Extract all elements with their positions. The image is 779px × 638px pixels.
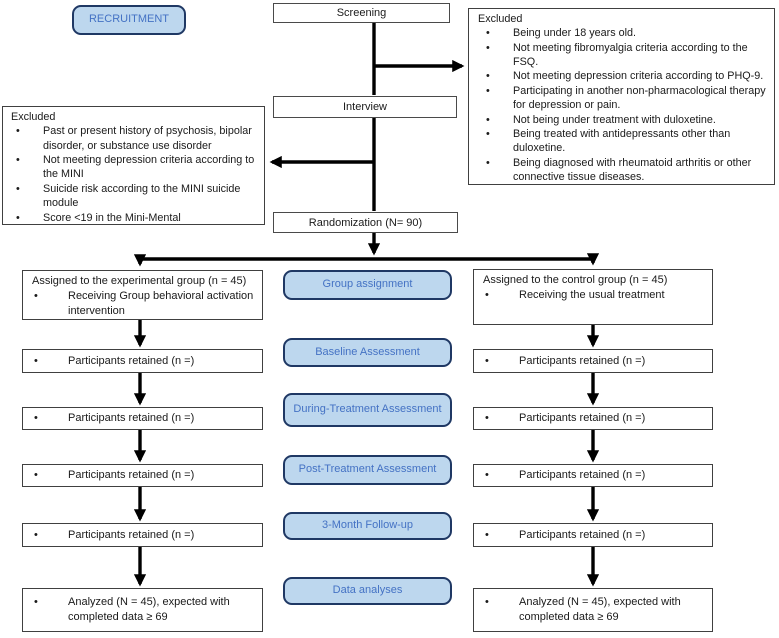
stage-baseline-assessment: Baseline Assessment bbox=[283, 338, 452, 367]
analyzed-label: Analyzed (N = 45), expected with complet… bbox=[23, 595, 262, 625]
randomization-box: Randomization (N= 90) bbox=[273, 212, 458, 233]
list-item: Being under 18 years old. bbox=[469, 26, 774, 41]
interview-box: Interview bbox=[273, 96, 457, 118]
retained-box-control-post-treatment: Participants retained (n =) bbox=[473, 464, 713, 487]
list-item: Receiving the usual treatment bbox=[474, 288, 712, 303]
retained-box-control-baseline: Participants retained (n =) bbox=[473, 349, 713, 373]
retained-label: Participants retained (n =) bbox=[474, 411, 649, 426]
retained-box-experimental-post-treatment: Participants retained (n =) bbox=[22, 464, 263, 487]
stage-3-month-follow-up: 3-Month Follow-up bbox=[283, 512, 452, 540]
excluded-interview-box: Excluded Past or present history of psyc… bbox=[2, 106, 265, 225]
screening-box: Screening bbox=[273, 3, 450, 23]
retained-label: Participants retained (n =) bbox=[23, 468, 198, 483]
retained-box-control-during-treatment: Participants retained (n =) bbox=[473, 407, 713, 430]
stage-group-assignment: Group assignment bbox=[283, 270, 452, 300]
list-item: Not meeting depression criteria accordin… bbox=[3, 153, 264, 182]
list-item: Not meeting depression criteria accordin… bbox=[469, 69, 774, 84]
list-item: Receiving Group behavioral activation in… bbox=[23, 289, 262, 319]
retained-box-experimental-follow-up: Participants retained (n =) bbox=[22, 523, 263, 547]
list-item: Not being under treatment with duloxetin… bbox=[469, 113, 774, 128]
list-item: Suicide risk according to the MINI suici… bbox=[3, 182, 264, 211]
stage-data-analyses: Data analyses bbox=[283, 577, 452, 605]
retained-label: Participants retained (n =) bbox=[23, 354, 198, 369]
excluded-title: Excluded bbox=[11, 111, 56, 123]
excluded-screening-list: Being under 18 years old.Not meeting fib… bbox=[469, 26, 774, 184]
control-group-box: Assigned to the control group (n = 45) R… bbox=[473, 269, 713, 325]
retained-label: Participants retained (n =) bbox=[474, 528, 649, 543]
analyzed-label: Analyzed (N = 45), expected with complet… bbox=[474, 595, 712, 625]
excluded-screening-box: Excluded Being under 18 years old.Not me… bbox=[468, 8, 775, 185]
experimental-group-title: Assigned to the experimental group (n = … bbox=[32, 275, 247, 287]
stage-during-treatment-assessment: During-Treatment Assessment bbox=[283, 393, 452, 427]
retained-label: Participants retained (n =) bbox=[23, 411, 198, 426]
retained-box-experimental-baseline: Participants retained (n =) bbox=[22, 349, 263, 373]
excluded-title: Excluded bbox=[478, 13, 523, 25]
list-item: Past or present history of psychosis, bi… bbox=[3, 124, 264, 153]
retained-box-experimental-during-treatment: Participants retained (n =) bbox=[22, 407, 263, 430]
list-item: Not meeting fibromyalgia criteria accord… bbox=[469, 41, 774, 70]
excluded-interview-list: Past or present history of psychosis, bi… bbox=[3, 124, 264, 225]
list-item: Score <19 in the Mini-Mental bbox=[3, 211, 264, 226]
retained-label: Participants retained (n =) bbox=[23, 528, 198, 543]
list-item: Being treated with antidepressants other… bbox=[469, 127, 774, 156]
control-group-title: Assigned to the control group (n = 45) bbox=[483, 274, 668, 286]
experimental-group-list: Receiving Group behavioral activation in… bbox=[23, 289, 262, 319]
analyzed-box-experimental: Analyzed (N = 45), expected with complet… bbox=[22, 588, 263, 632]
stage-post-treatment-assessment: Post-Treatment Assessment bbox=[283, 455, 452, 485]
retained-label: Participants retained (n =) bbox=[474, 468, 649, 483]
list-item: Participating in another non-pharmacolog… bbox=[469, 84, 774, 113]
recruitment-badge: RECRUITMENT bbox=[72, 5, 186, 35]
list-item: Being diagnosed with rheumatoid arthriti… bbox=[469, 156, 774, 185]
control-group-list: Receiving the usual treatment bbox=[474, 288, 712, 303]
analyzed-box-control: Analyzed (N = 45), expected with complet… bbox=[473, 588, 713, 632]
experimental-group-box: Assigned to the experimental group (n = … bbox=[22, 270, 263, 320]
retained-label: Participants retained (n =) bbox=[474, 354, 649, 369]
retained-box-control-follow-up: Participants retained (n =) bbox=[473, 523, 713, 547]
